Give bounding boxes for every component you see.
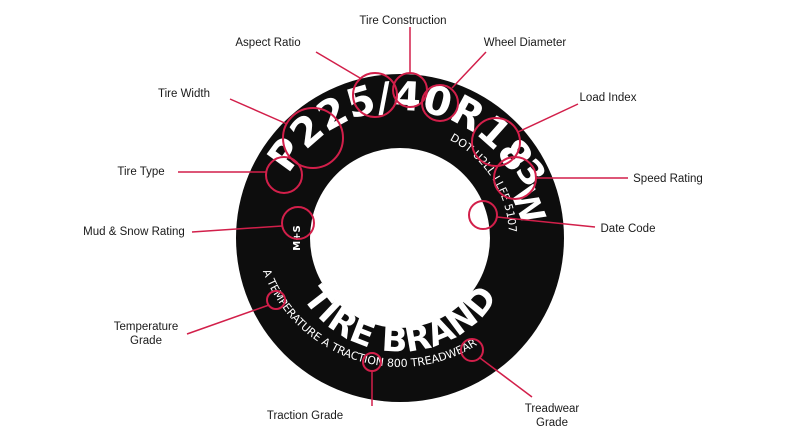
leader-wheel-diameter bbox=[451, 51, 487, 89]
callout-circle-load-index bbox=[471, 117, 521, 167]
leader-aspect-ratio bbox=[315, 51, 361, 79]
label-mud-snow: Mud & Snow Rating bbox=[83, 226, 185, 238]
leader-treadwear bbox=[479, 357, 533, 398]
callout-circle-temperature bbox=[266, 290, 286, 310]
label-treadwear-grade-line1: Treadwear bbox=[525, 403, 580, 415]
leader-temperature bbox=[186, 304, 270, 335]
callout-circle-aspect bbox=[352, 72, 398, 118]
leader-load-index bbox=[517, 103, 579, 133]
label-tire-width: Tire Width bbox=[158, 88, 210, 100]
label-aspect-ratio: Aspect Ratio bbox=[235, 37, 300, 49]
callout-circle-width bbox=[282, 107, 344, 169]
leader-tire-width bbox=[229, 98, 288, 125]
label-temperature-grade-line1: Temperature bbox=[114, 321, 179, 333]
label-speed-rating: Speed Rating bbox=[633, 173, 703, 185]
tire-inner-edge bbox=[310, 148, 490, 328]
label-treadwear-grade-line2: Grade bbox=[536, 417, 568, 429]
size-slash: / bbox=[374, 74, 394, 121]
callout-circle-date-code bbox=[468, 200, 498, 230]
leader-date-code bbox=[496, 216, 596, 228]
callout-circle-diameter bbox=[421, 84, 459, 122]
leader-mud-snow bbox=[191, 225, 283, 233]
label-load-index: Load Index bbox=[580, 92, 637, 104]
callout-circle-speed-rating bbox=[493, 156, 537, 200]
callout-circle-tire-type bbox=[265, 156, 303, 194]
label-traction-grade: Traction Grade bbox=[267, 410, 343, 422]
treadwear-value: 800 bbox=[387, 356, 408, 370]
label-tire-construction: Tire Construction bbox=[359, 15, 446, 27]
label-wheel-diameter: Wheel Diameter bbox=[484, 37, 567, 49]
label-date-code: Date Code bbox=[601, 223, 656, 235]
callout-circles bbox=[265, 72, 537, 372]
label-tire-type: Tire Type bbox=[117, 166, 164, 178]
callout-circle-mud-snow bbox=[281, 206, 315, 240]
callout-circle-treadwear bbox=[460, 338, 484, 362]
label-temperature-grade-line2: Grade bbox=[130, 335, 162, 347]
leader-lines bbox=[178, 27, 628, 406]
